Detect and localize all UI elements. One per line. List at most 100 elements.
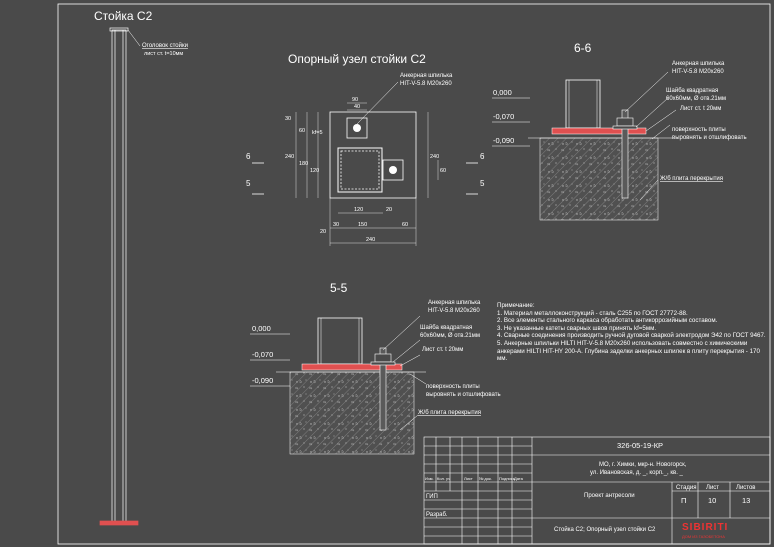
section-mark-6-right: 6 bbox=[480, 152, 485, 161]
plan-weld-label: kf=5 bbox=[312, 130, 323, 136]
sec66-washer-1: Шайба квадратная bbox=[666, 87, 718, 94]
sec55-level-0: 0,000 bbox=[252, 324, 271, 333]
plan-dim-bot-30: 30 bbox=[333, 222, 339, 228]
sec55-washer bbox=[370, 361, 396, 366]
post-cap-leader bbox=[127, 29, 141, 47]
tb-sheet: 10 bbox=[708, 496, 716, 505]
sec55-plate: Лист ст. t 20мм bbox=[422, 347, 463, 353]
tb-sheet-h: Лист bbox=[706, 485, 719, 491]
sec66-washer-2: 60х60мм, Ø отв.21мм bbox=[666, 96, 726, 102]
tb-col-sign: Подпись bbox=[499, 476, 515, 481]
sheet-frame bbox=[57, 3, 771, 545]
tb-sheets: 13 bbox=[742, 496, 750, 505]
sec55-nut bbox=[374, 353, 392, 363]
post-column bbox=[99, 27, 139, 526]
tb-address-1: МО, г. Химки, мкр-н. Новогорск, bbox=[599, 462, 687, 468]
sec55-anchor-1: Анкерная шпилька bbox=[428, 300, 481, 306]
plan-dim-bot-240: 240 bbox=[366, 237, 375, 243]
tb-col-doc: № док. bbox=[479, 476, 492, 481]
base-plate-plan bbox=[329, 111, 417, 199]
sec66-plate: Лист ст. t 20мм bbox=[680, 106, 721, 112]
note-item-1: 1. Материал металлоконструкций - сталь С… bbox=[497, 309, 688, 317]
tb-stage-h: Стадия bbox=[676, 485, 696, 491]
sec55-slab-label: Ж/б плита перекрытия bbox=[418, 410, 481, 416]
plan-dim-left-60: 60 bbox=[299, 128, 305, 134]
sec55-base-plate bbox=[301, 363, 403, 371]
tb-logo: SIBIRITI bbox=[682, 522, 728, 533]
title-block-grid bbox=[423, 436, 771, 545]
plan-dim-bot-150: 150 bbox=[358, 222, 367, 228]
section-55-title: 5-5 bbox=[330, 281, 348, 295]
sec55-level-90: -0,090 bbox=[252, 376, 273, 385]
tb-stage: П bbox=[681, 496, 686, 505]
plan-dim-right-60: 60 bbox=[440, 168, 446, 174]
plan-dim-left-180: 180 bbox=[299, 161, 308, 167]
anchor-hole-1 bbox=[353, 124, 361, 132]
tb-col-kol: Кол. уч bbox=[437, 476, 450, 481]
plan-dim-top-90: 90 bbox=[352, 97, 358, 103]
tb-sheets-h: Листов bbox=[736, 485, 756, 491]
plan-dim-right-240: 240 bbox=[430, 154, 439, 160]
plan-anchor-label-2: HIT-V-5.8 M20x260 bbox=[400, 81, 452, 87]
plan-anchor-label-1: Анкерная шпилька bbox=[400, 73, 453, 79]
sec66-level-90: -0,090 bbox=[493, 136, 514, 145]
tb-address-2: ул. Ивановская, д. _, корп._, кв. _ bbox=[590, 470, 684, 476]
sec55-anchor-2: HIT-V-5.8 M20x260 bbox=[428, 308, 480, 314]
plan-dim-left-30: 30 bbox=[285, 116, 291, 122]
tb-razrab: Разраб. bbox=[426, 512, 448, 518]
plan-dim-bot-20a: 20 bbox=[386, 207, 392, 213]
sec55-surface-1: поверхность плиты bbox=[426, 384, 480, 390]
sec66-slab-hatch bbox=[539, 137, 659, 221]
sec66-surface-2: выровнять и отшлифовать bbox=[672, 135, 747, 141]
post-title: Стойка С2 bbox=[94, 9, 153, 23]
section-mark-5-right: 5 bbox=[480, 179, 485, 188]
sec55-anchor-rod bbox=[379, 347, 387, 431]
sec55-post bbox=[317, 317, 363, 365]
note-item-4: 4. Сварные соединения производить ручной… bbox=[497, 332, 766, 340]
plan-dim-left-120: 120 bbox=[310, 168, 319, 174]
plan-dim-bot-120: 120 bbox=[354, 207, 363, 213]
sec55-level-marks bbox=[250, 333, 290, 387]
anchor-leader bbox=[356, 81, 399, 125]
sec66-slab-label: Ж/б плита перекрытия bbox=[660, 176, 723, 182]
sec55-leaders bbox=[382, 315, 427, 431]
sec66-washer bbox=[612, 125, 638, 130]
plan-dim-top-40: 40 bbox=[354, 104, 360, 110]
anchor-hole-2 bbox=[389, 166, 397, 174]
plan-dim-bot-20b: 20 bbox=[320, 229, 326, 235]
sec66-post bbox=[565, 79, 601, 129]
section-mark-6-left: 6 bbox=[246, 152, 251, 161]
sec55-level-70: -0,070 bbox=[252, 350, 273, 359]
note-item-2: 2. Все элементы стального каркаса обрабо… bbox=[497, 317, 718, 325]
tb-gip: ГИП bbox=[426, 494, 438, 500]
post-cap-label-1: Оголовок стойки bbox=[142, 42, 188, 49]
plan-dim-left-240: 240 bbox=[285, 154, 294, 160]
tb-col-date: Дата bbox=[514, 476, 524, 481]
section-mark-5-left: 5 bbox=[246, 179, 251, 188]
sec55-surface-2: выровнять и отшлифовать bbox=[426, 392, 501, 398]
sec55-washer-2: 60х60мм, Ø отв.21мм bbox=[420, 333, 480, 339]
notes-title: Примечание: bbox=[497, 302, 535, 309]
tb-drawing-name: Стойка С2; Опорный узел стойки С2 bbox=[554, 526, 656, 533]
note-item-5: 5. Анкерные шпильки HILTI HIT-V-5.8 M20x… bbox=[497, 339, 760, 363]
sec66-anchor-1: Анкерная шпилька bbox=[672, 61, 725, 67]
notes-block: Примечание: 1. Материал металлоконструкц… bbox=[497, 302, 767, 363]
note-item-3: 3. Не указанные катеты сварных швов прин… bbox=[497, 324, 657, 332]
sec66-leaders bbox=[624, 71, 677, 201]
sec66-anchor-rod bbox=[621, 109, 629, 199]
tb-project: Проект антресоли bbox=[584, 493, 635, 499]
plan-dim-bot-60: 60 bbox=[402, 222, 408, 228]
tb-col-list: Лист bbox=[464, 476, 473, 481]
node-title: Опорный узел стойки С2 bbox=[288, 52, 426, 66]
sec66-nut bbox=[616, 117, 634, 127]
sec66-level-marks bbox=[492, 97, 530, 147]
section-cut-marks bbox=[252, 162, 478, 195]
sec66-surface-1: поверхность плиты bbox=[672, 127, 726, 133]
post-cap-label-2: лист ст. t=10мм bbox=[144, 51, 183, 57]
sec66-level-70: -0,070 bbox=[493, 112, 514, 121]
sec66-level-0: 0,000 bbox=[493, 88, 512, 97]
plan-dimension-lines bbox=[295, 102, 439, 246]
sec66-anchor-2: HIT-V-5.8 M20x260 bbox=[672, 69, 724, 75]
sec55-slab-hatch bbox=[289, 371, 415, 455]
